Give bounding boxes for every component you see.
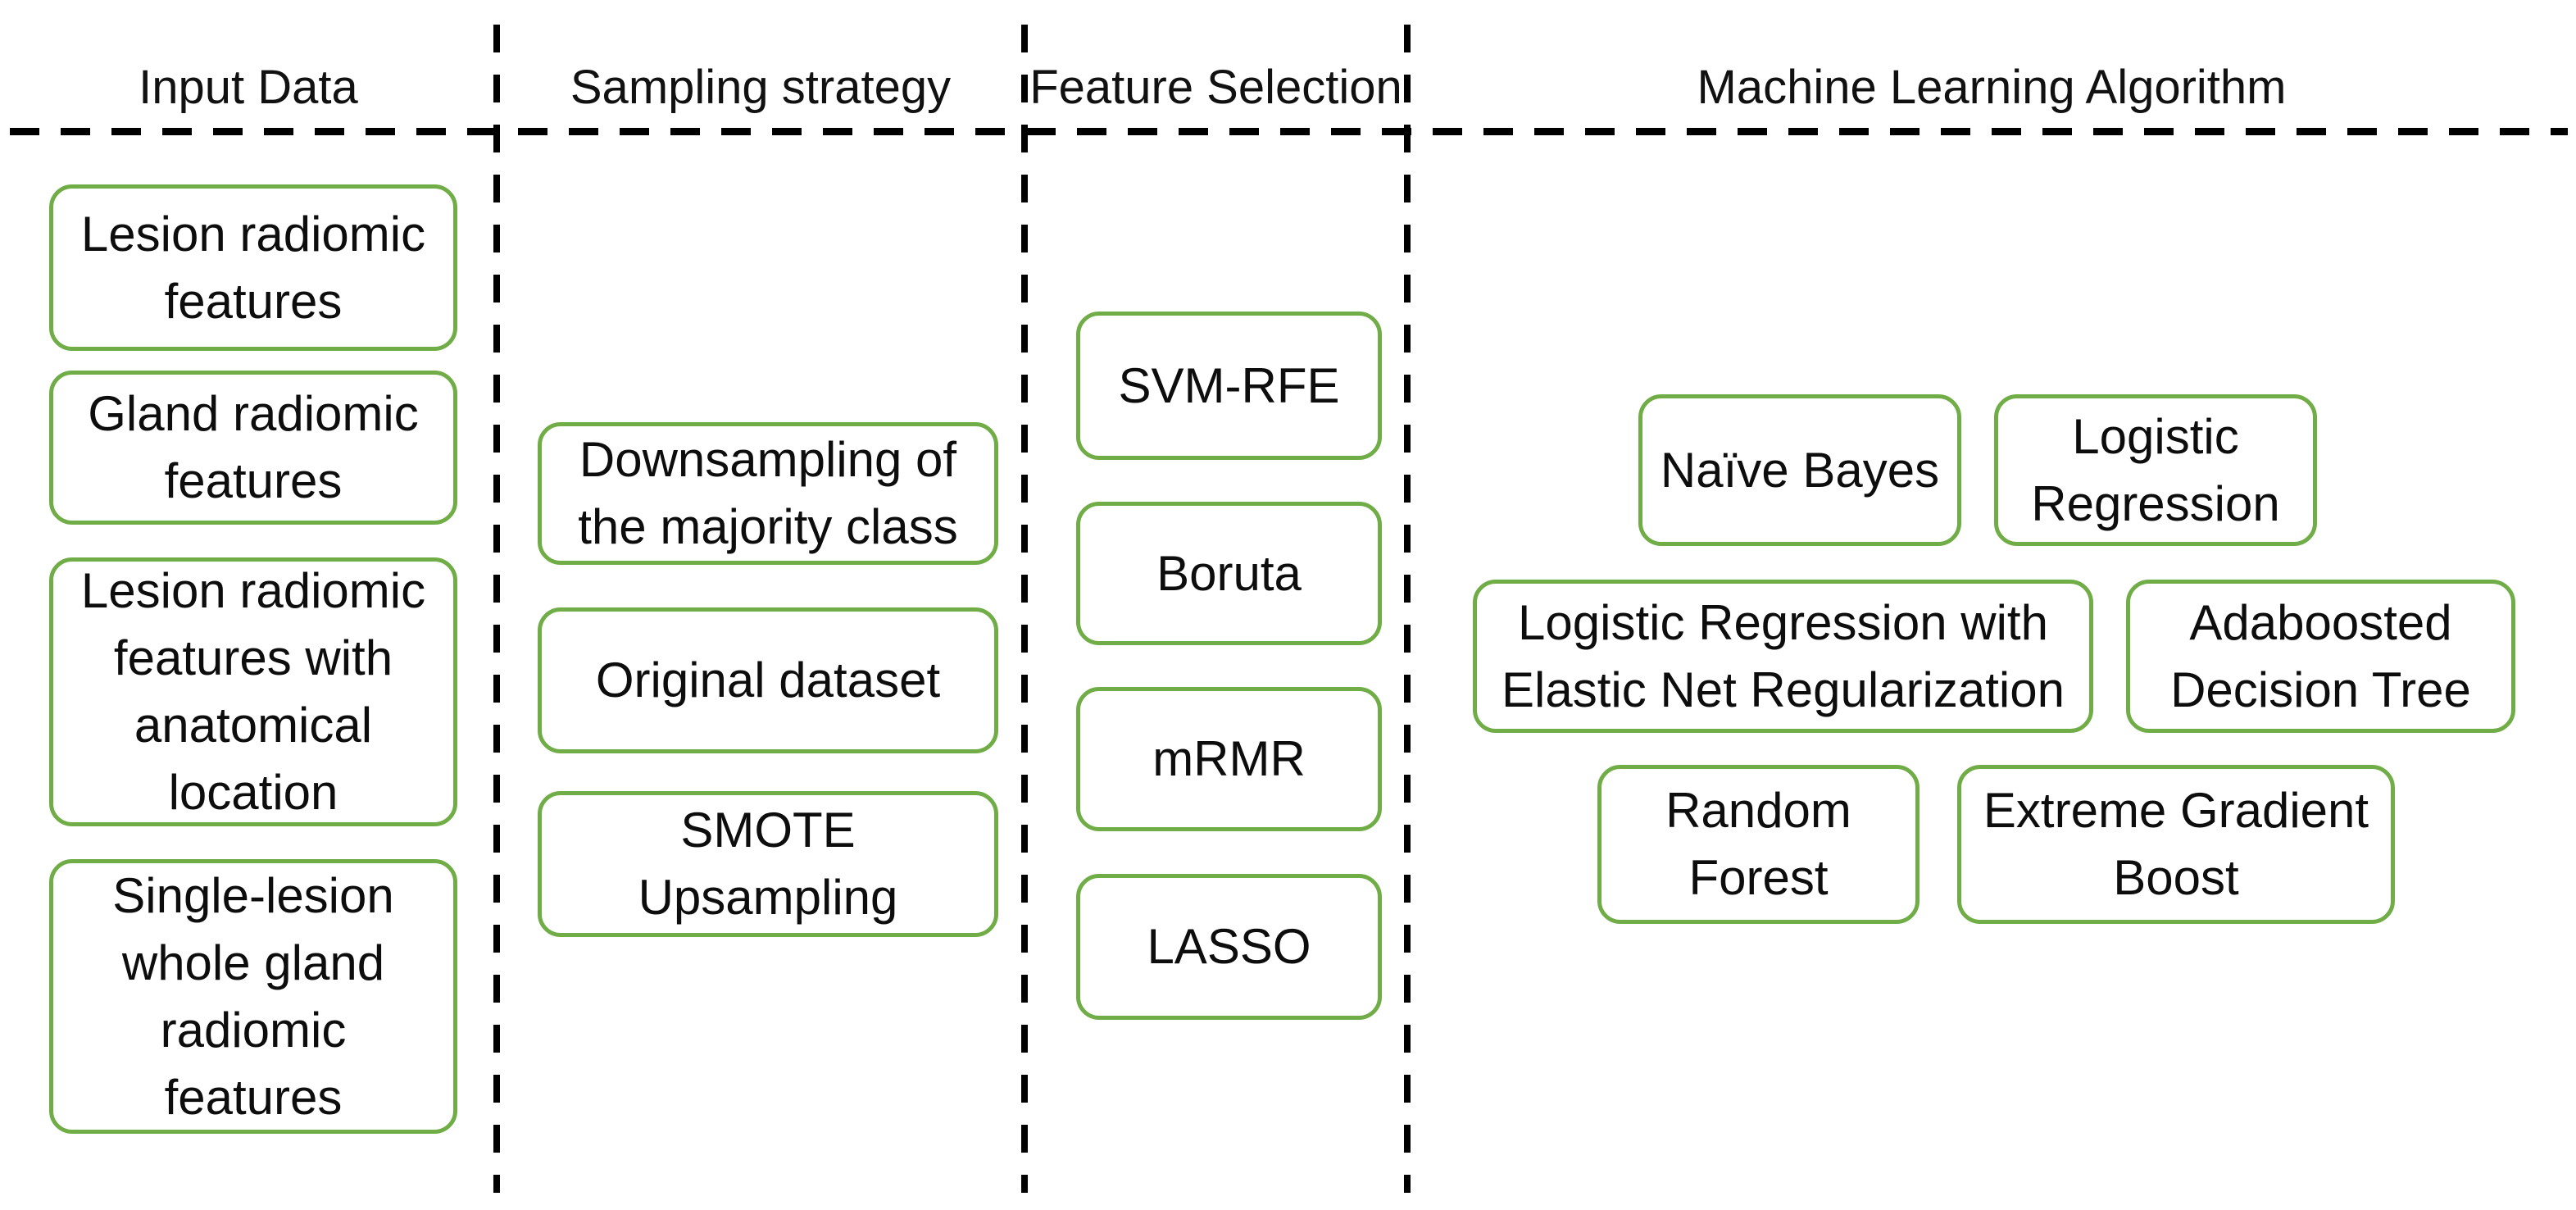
box-logistic-regression: Logistic Regression xyxy=(1994,394,2317,546)
box-downsampling-majority-class: Downsampling of the majority class xyxy=(538,422,998,565)
box-random-forest: Random Forest xyxy=(1597,765,1920,924)
box-extreme-gradient-boost: Extreme Gradient Boost xyxy=(1957,765,2395,924)
column-header-feature-selection: Feature Selection xyxy=(1029,61,1402,114)
box-logistic-regression-elastic-net: Logistic Regression with Elastic Net Reg… xyxy=(1473,580,2093,733)
vertical-dashed-divider-2 xyxy=(1021,25,1028,1193)
box-smote-upsampling: SMOTE Upsampling xyxy=(538,791,998,937)
box-mrmr: mRMR xyxy=(1076,687,1382,831)
box-original-dataset: Original dataset xyxy=(538,607,998,753)
column-header-machine-learning-algorithm: Machine Learning Algorithm xyxy=(1697,61,2287,114)
box-single-lesion-whole-gland-radiomic-features: Single-lesion whole gland radiomic featu… xyxy=(49,859,457,1134)
horizontal-dashed-divider xyxy=(10,128,2568,135)
box-naive-bayes: Naïve Bayes xyxy=(1638,394,1961,546)
vertical-dashed-divider-1 xyxy=(493,25,500,1193)
box-boruta: Boruta xyxy=(1076,502,1382,645)
box-lesion-radiomic-features: Lesion radiomic features xyxy=(49,184,457,351)
column-header-sampling-strategy: Sampling strategy xyxy=(570,61,952,114)
box-lesion-radiomic-features-anatomical-location: Lesion radiomic features with anatomical… xyxy=(49,557,457,826)
box-gland-radiomic-features: Gland radiomic features xyxy=(49,371,457,525)
box-adaboosted-decision-tree: Adaboosted Decision Tree xyxy=(2126,580,2515,733)
box-svm-rfe: SVM-RFE xyxy=(1076,312,1382,460)
column-header-input-data: Input Data xyxy=(139,61,358,114)
vertical-dashed-divider-3 xyxy=(1404,25,1411,1193)
box-lasso: LASSO xyxy=(1076,874,1382,1020)
